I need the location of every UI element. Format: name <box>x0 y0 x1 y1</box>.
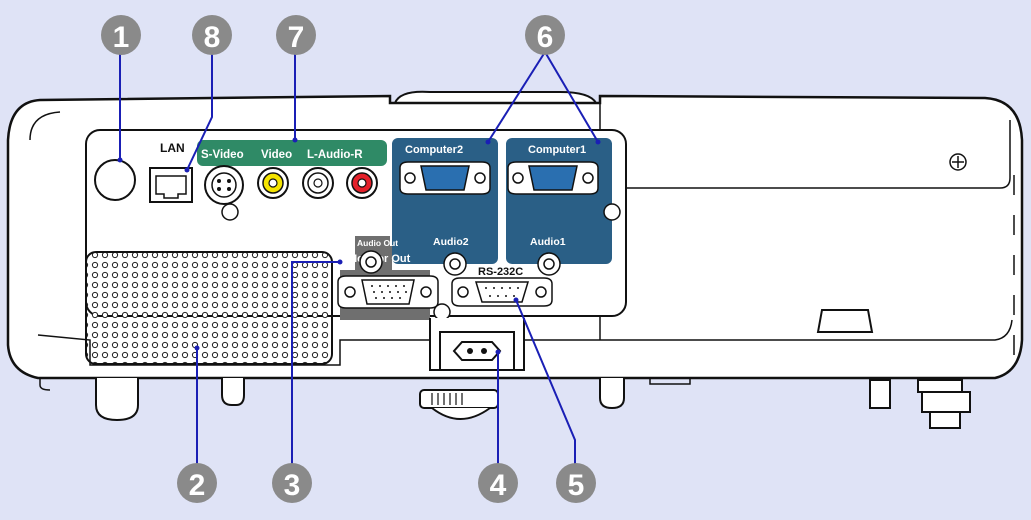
leader-lines <box>119 51 599 464</box>
av-label-band <box>197 140 387 166</box>
audio2-jack[interactable] <box>443 252 467 276</box>
callout-5: 5 <box>556 463 596 503</box>
callout-6: 6 <box>525 15 565 55</box>
svg-text:5: 5 <box>568 469 585 502</box>
callout-4: 4 <box>478 463 518 503</box>
audio-l-rca-port[interactable] <box>302 167 334 199</box>
svg-text:1: 1 <box>113 21 130 54</box>
computer1-panel: Computer1 Audio1 <box>506 138 612 264</box>
screw-icon <box>949 153 967 171</box>
callout-8: 8 <box>192 15 232 55</box>
video-rca-port[interactable] <box>257 167 289 199</box>
audio1-label: Audio1 <box>530 236 566 248</box>
audio-lr-label: L-Audio-R <box>307 149 363 161</box>
monitor-out-vga-port[interactable] <box>337 275 439 309</box>
adjustable-foot <box>419 389 499 420</box>
video-label: Video <box>261 149 292 161</box>
remote-receiver <box>94 159 136 201</box>
power-inlet[interactable] <box>429 318 525 371</box>
audio2-label: Audio2 <box>433 236 469 248</box>
svideo-port[interactable] <box>204 165 244 205</box>
svideo-label: S-Video <box>201 149 244 161</box>
speaker-grille <box>85 251 333 365</box>
callout-1: 1 <box>101 15 141 55</box>
lan-port[interactable]: LAN <box>149 141 193 203</box>
svg-text:8: 8 <box>204 21 221 54</box>
svg-text:6: 6 <box>537 21 554 54</box>
computer2-vga-port[interactable] <box>399 161 491 195</box>
callout-3: 3 <box>272 463 312 503</box>
computer1-label: Computer1 <box>528 144 586 156</box>
callout-2: 2 <box>177 463 217 503</box>
computer2-panel: Computer2 Audio2 <box>392 138 498 264</box>
computer2-label: Computer2 <box>405 144 463 156</box>
callout-7: 7 <box>276 15 316 55</box>
audio-r-rca-port[interactable] <box>346 167 378 199</box>
lan-label: LAN <box>160 141 185 155</box>
computer1-vga-port[interactable] <box>507 161 599 195</box>
rs232c-port[interactable] <box>451 277 553 307</box>
audio1-jack[interactable] <box>537 252 561 276</box>
rear-right-foot <box>869 379 971 429</box>
svg-text:4: 4 <box>490 469 507 502</box>
svg-text:3: 3 <box>284 469 301 502</box>
audio-out-jack[interactable] <box>359 250 383 274</box>
leader-endpoints <box>117 137 601 355</box>
svg-text:2: 2 <box>189 469 206 502</box>
audio-out-label: Audio Out <box>357 238 398 248</box>
rs232c-label: RS-232C <box>478 266 523 278</box>
front-left-foot <box>95 378 139 422</box>
svg-text:7: 7 <box>288 21 305 54</box>
